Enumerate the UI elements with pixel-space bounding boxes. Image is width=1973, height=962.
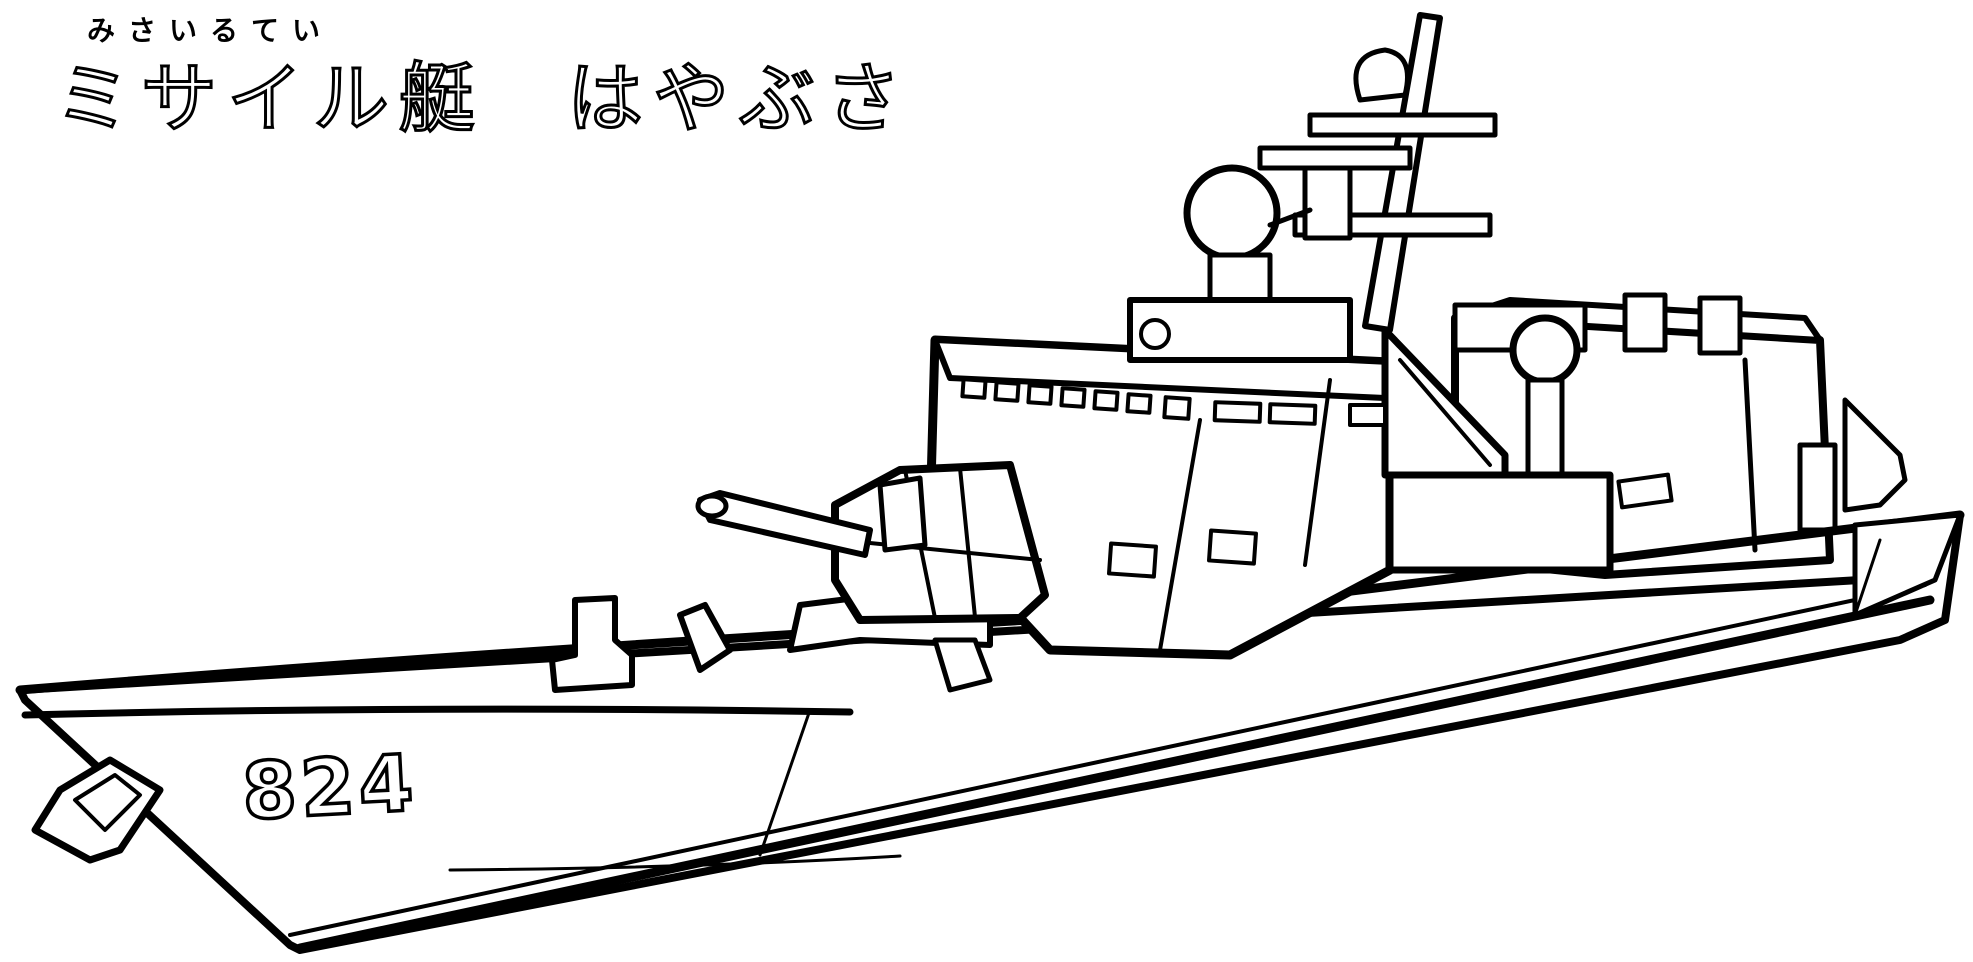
title-ruby: みさいるてい xyxy=(87,14,334,47)
main-gun-turret xyxy=(677,461,1049,693)
bridge-windows xyxy=(960,377,1387,579)
hull-number: 824 xyxy=(238,737,421,840)
page-title: ミサイル艇はやぶさ xyxy=(54,53,911,145)
fire-control-director xyxy=(1183,164,1313,308)
mast xyxy=(1257,12,1498,333)
hull xyxy=(15,510,1965,954)
title-ship-name: はやぶさ xyxy=(566,53,911,145)
title-type-name: ミサイル艇 xyxy=(54,53,485,145)
forward-bollard xyxy=(549,595,635,693)
title-block: みさいるてい ミサイル艇はやぶさ xyxy=(54,14,911,145)
